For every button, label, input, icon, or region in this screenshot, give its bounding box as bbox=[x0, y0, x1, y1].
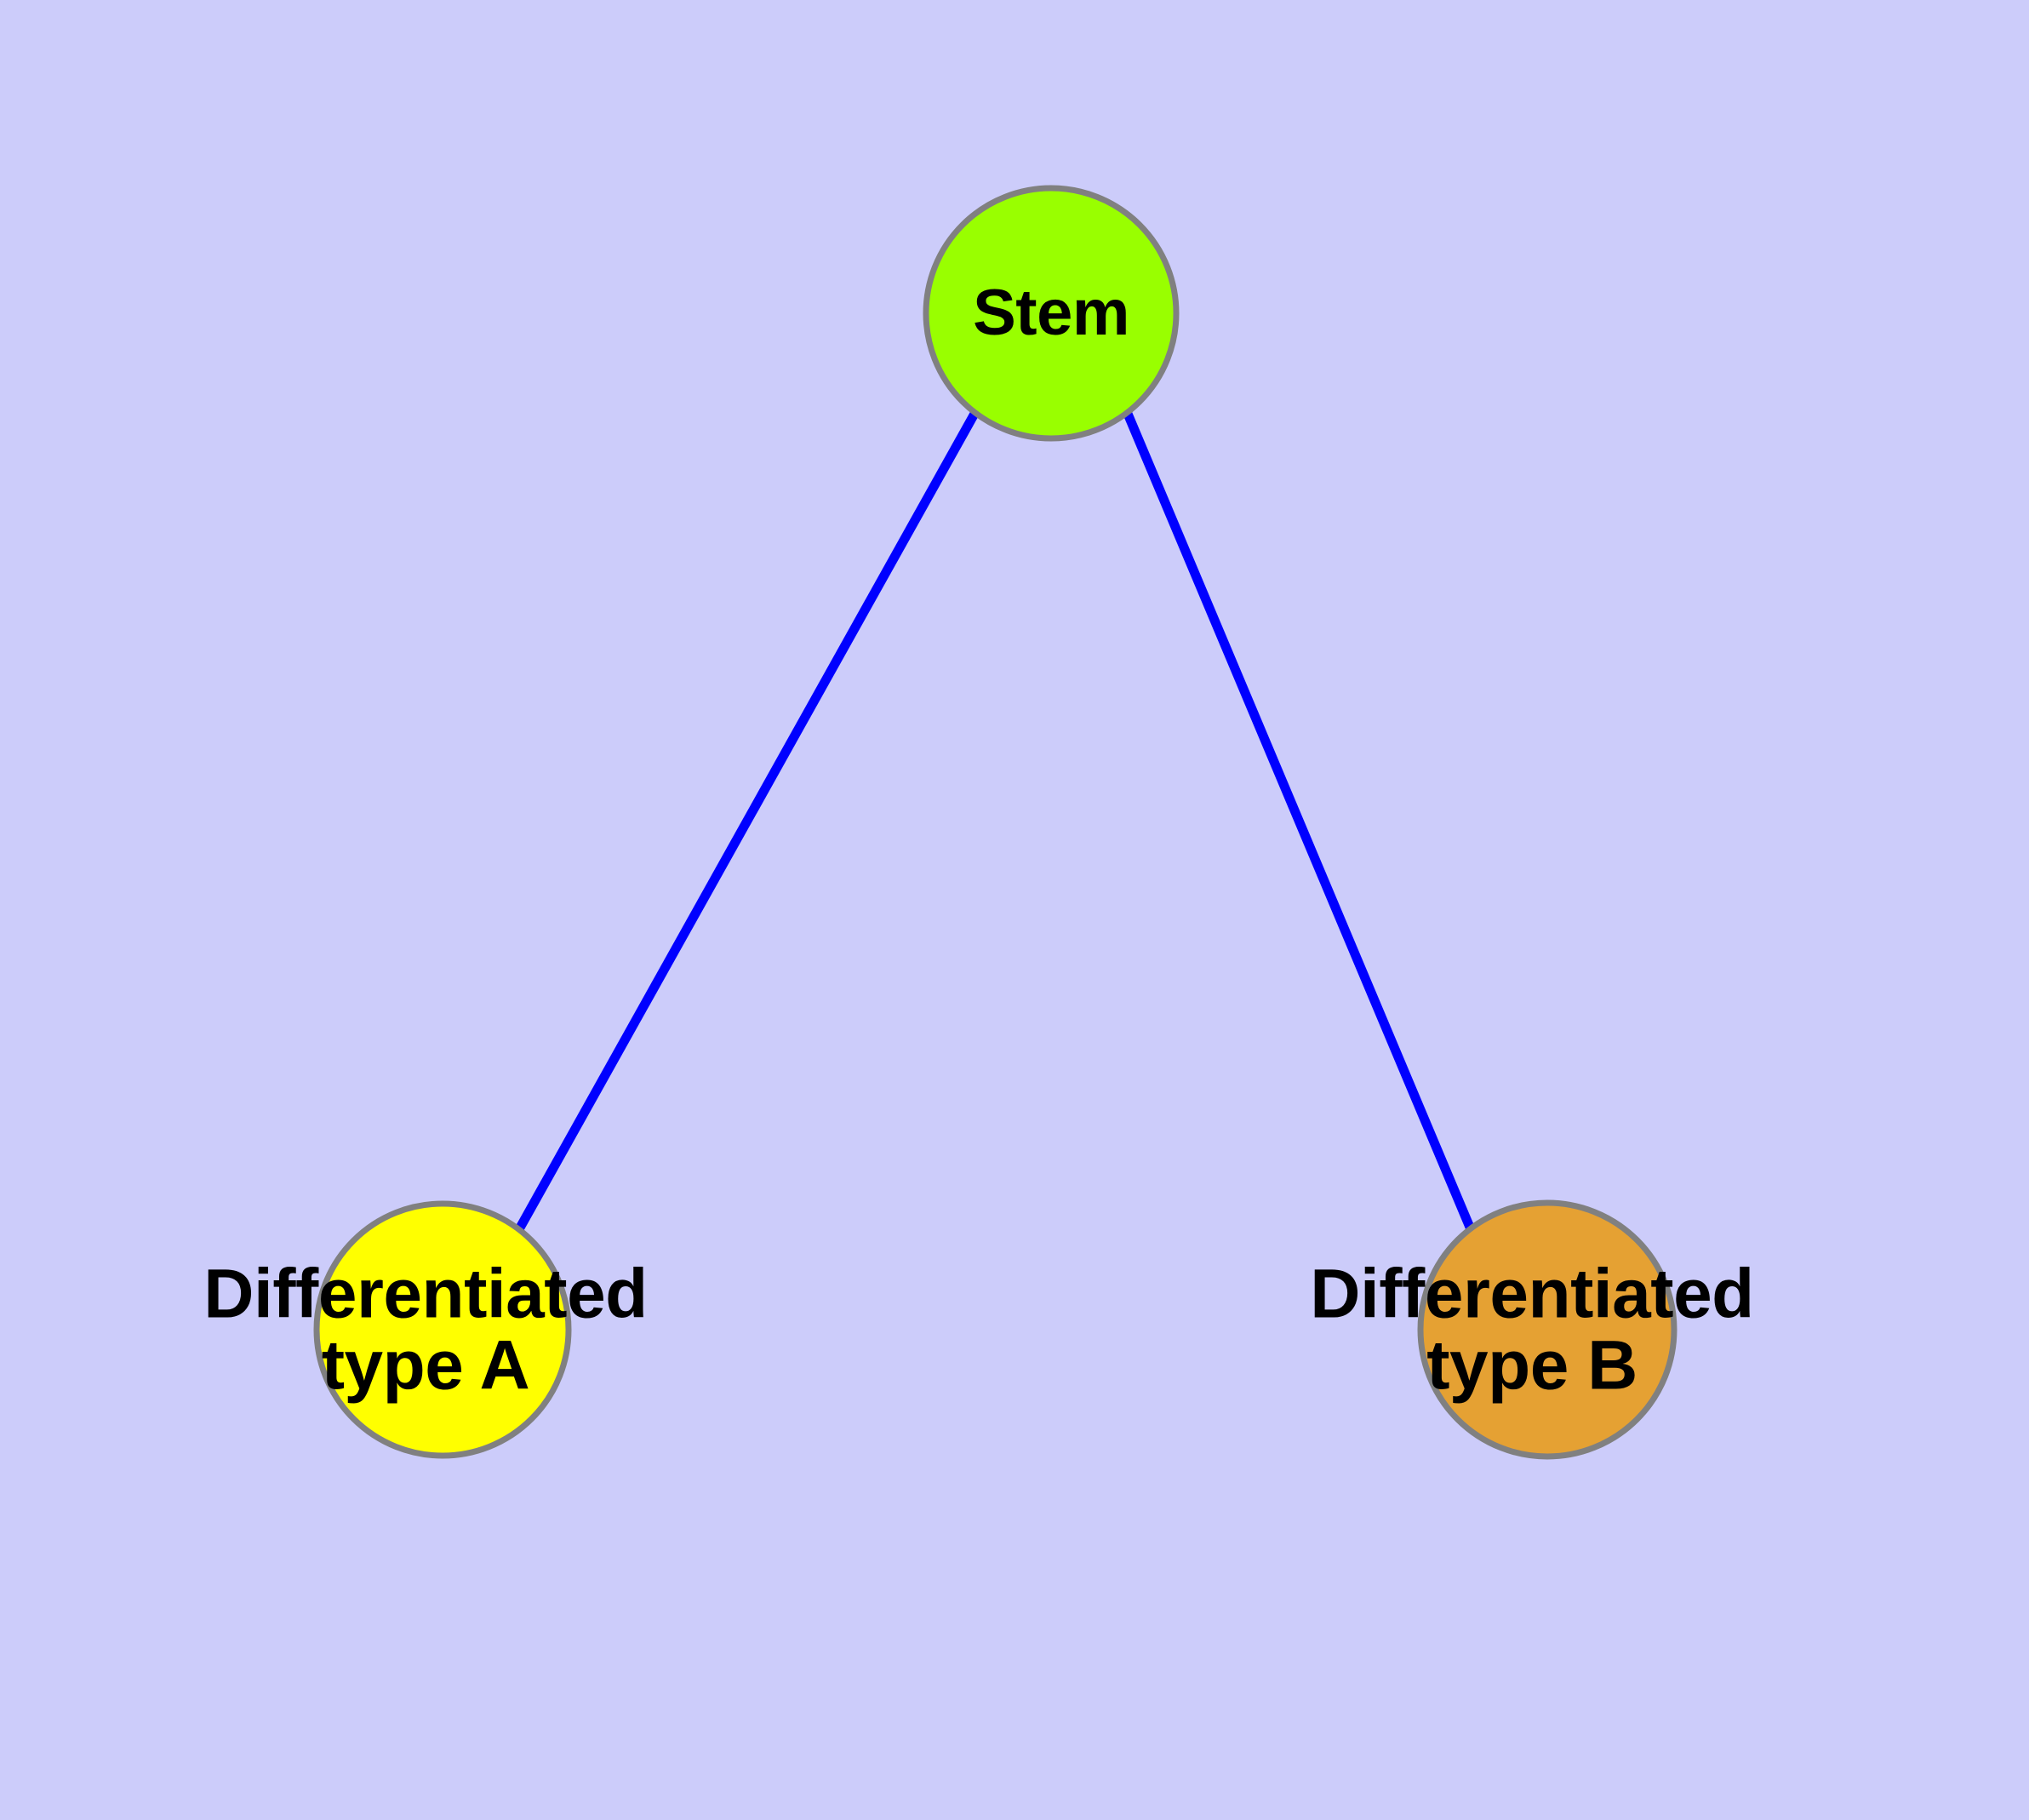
node-circle-differentiated-type-a[interactable] bbox=[313, 1200, 572, 1459]
node-circle-differentiated-type-b[interactable] bbox=[1417, 1199, 1677, 1460]
node-circle-stem[interactable] bbox=[923, 185, 1180, 442]
edge-stem-to-type-a[interactable] bbox=[515, 411, 979, 1232]
edge-stem-to-type-b[interactable] bbox=[1123, 411, 1476, 1232]
